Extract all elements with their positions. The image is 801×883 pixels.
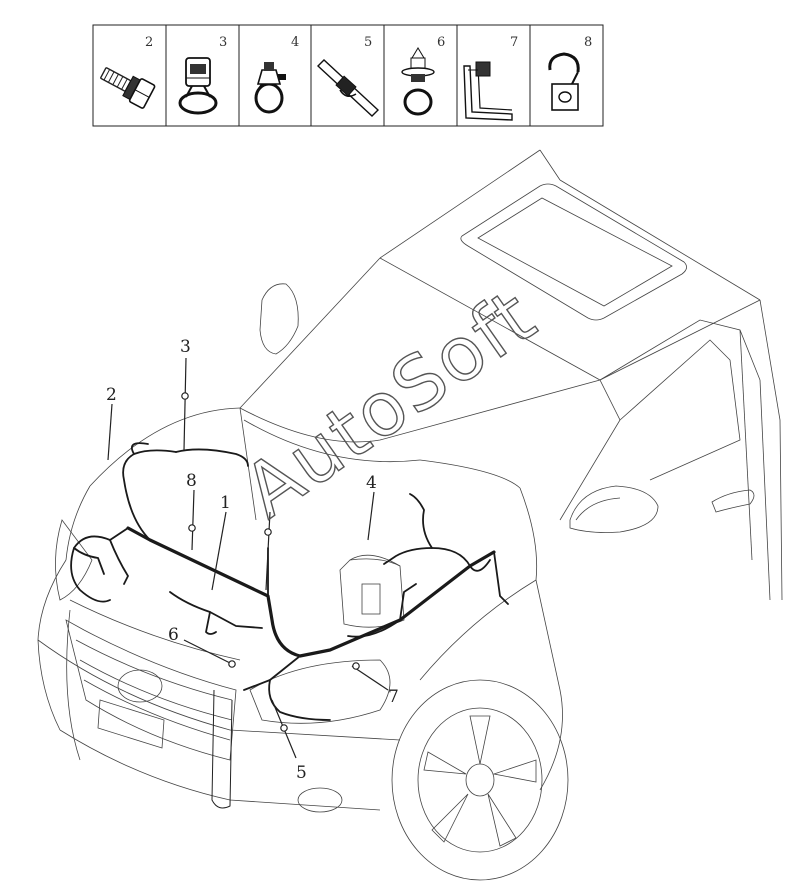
callout-5: 5 — [296, 763, 307, 783]
callout-7: 7 — [388, 687, 399, 707]
leader-4 — [367, 491, 375, 541]
callout-4: 4 — [366, 473, 377, 493]
leader-3 — [183, 357, 187, 451]
part-number-3: 3 — [219, 35, 227, 50]
callout-group: 1 2 3 4 5 6 7 8 — [106, 337, 399, 783]
parts-table: 2 3 4 5 6 7 8 — [92, 24, 604, 127]
hook-clip-icon — [548, 52, 580, 111]
callout-6: 6 — [168, 625, 179, 645]
vehicle-outline — [37, 149, 783, 881]
leader-1 — [211, 511, 227, 591]
bracket-clip-icon — [463, 61, 513, 121]
part-number-2: 2 — [145, 35, 153, 50]
leader-7 — [351, 665, 389, 691]
part-number-4: 4 — [291, 35, 299, 50]
part-number-5: 5 — [364, 35, 372, 50]
leader-2 — [107, 403, 113, 461]
part-number-6: 6 — [437, 35, 445, 50]
leader-8 — [191, 489, 195, 551]
callout-2: 2 — [106, 385, 117, 405]
strap-clip-icon — [254, 62, 286, 114]
part-number-7: 7 — [510, 35, 518, 50]
callout-3: 3 — [180, 337, 191, 357]
clamp-clip-icon — [178, 57, 218, 115]
push-clip-icon — [401, 47, 435, 116]
callout-1: 1 — [220, 493, 231, 513]
watermark: AutoSoft — [229, 273, 552, 535]
cable-tie-icon — [316, 59, 380, 117]
leader-4b — [265, 511, 271, 591]
wiring-harness — [70, 442, 509, 721]
bolt-icon — [100, 67, 156, 109]
callout-8: 8 — [186, 471, 197, 491]
part-number-8: 8 — [584, 35, 592, 50]
leader-6 — [183, 639, 233, 665]
